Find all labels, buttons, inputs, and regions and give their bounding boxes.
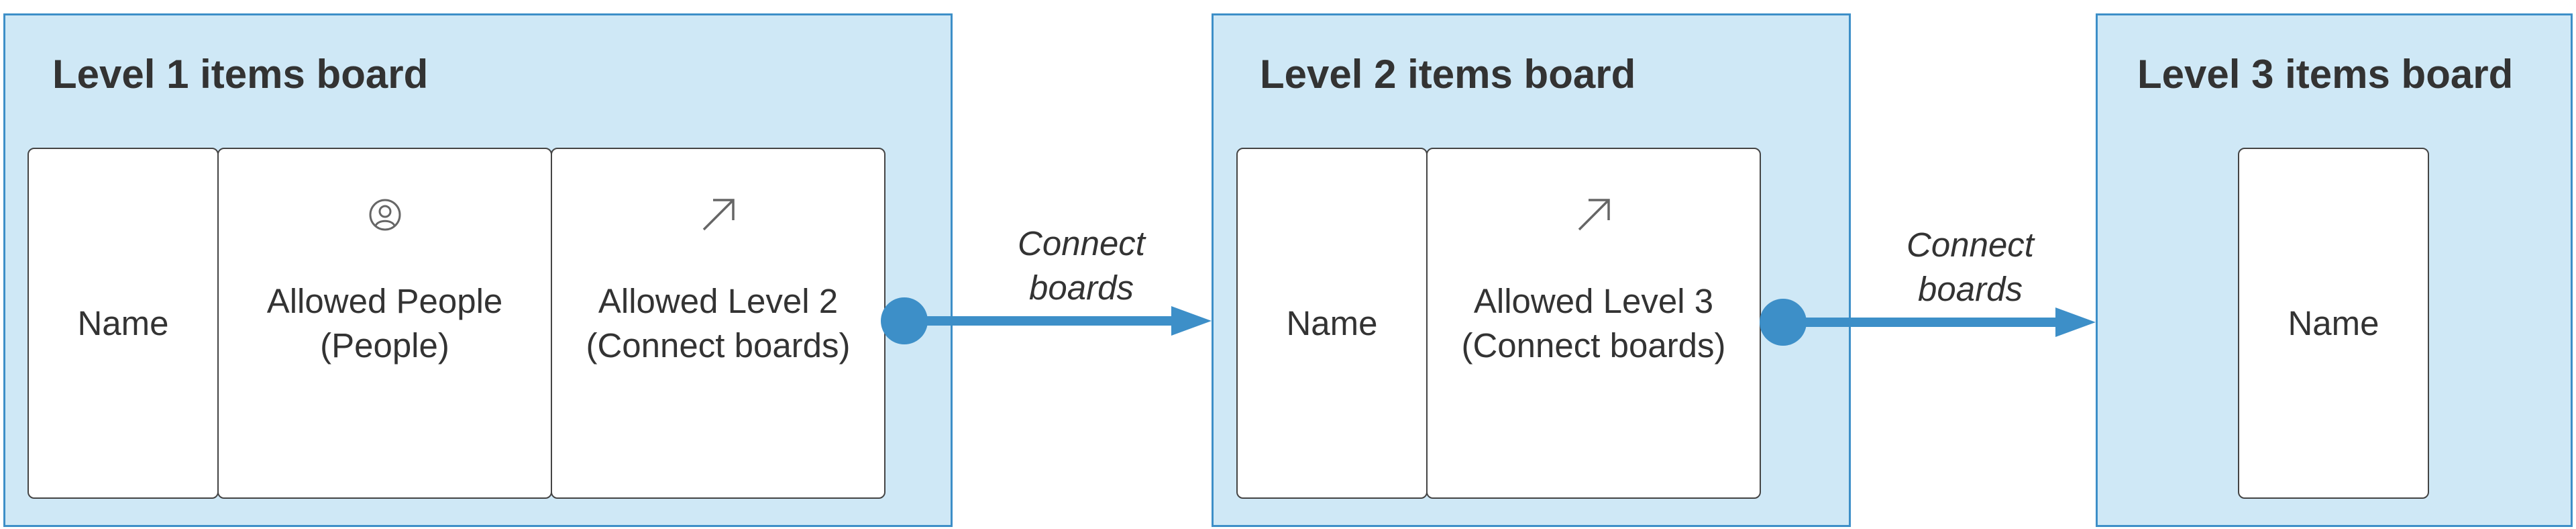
column-allowed-level-3: Allowed Level 3 (Connect boards) <box>1426 148 1761 499</box>
arrow-up-right-icon <box>1578 199 1610 231</box>
column-label: Allowed People (People) <box>266 281 503 365</box>
level-2-items-board: Level 2 items board Name Allowed Level 3… <box>1212 13 1851 527</box>
connector-label: Connect boards <box>1907 226 2034 308</box>
column-name: Name <box>28 148 219 499</box>
connector-arrowhead <box>1171 306 1212 336</box>
board-title: Level 2 items board <box>1260 52 1636 97</box>
arrow-up-right-icon <box>702 199 735 231</box>
connector-arrowhead <box>2055 307 2096 337</box>
board-title: Level 3 items board <box>2137 52 2514 97</box>
column-label: Name <box>1286 303 1378 342</box>
column-label: Allowed Level 3 (Connect boards) <box>1461 281 1726 365</box>
column-name: Name <box>1236 148 1428 499</box>
column-label: Name <box>2288 303 2379 342</box>
connector-label: Connect boards <box>1018 224 1145 307</box>
column-label: Name <box>77 303 169 342</box>
level-1-items-board: Level 1 items board Name Allowed People … <box>3 13 953 527</box>
column-name: Name <box>2238 148 2429 499</box>
column-allowed-people: Allowed People (People) <box>217 148 552 499</box>
column-allowed-level-2: Allowed Level 2 (Connect boards) <box>551 148 885 499</box>
level-3-items-board: Level 3 items board Name <box>2096 13 2573 527</box>
board-title: Level 1 items board <box>52 52 429 97</box>
column-label: Allowed Level 2 (Connect boards) <box>586 281 851 365</box>
person-circle-icon <box>369 199 400 231</box>
